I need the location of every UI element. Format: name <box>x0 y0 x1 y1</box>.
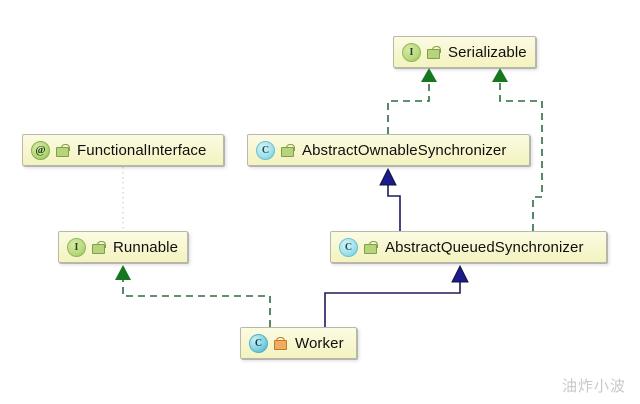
interface-icon: I <box>67 237 86 257</box>
padlock-open-icon <box>364 240 378 254</box>
uml-node-label: AbstractQueuedSynchronizer <box>385 238 584 256</box>
interface-icon: I <box>402 42 421 62</box>
class-icon: C <box>249 333 268 353</box>
edge-aqs-implements-serializable <box>492 68 543 231</box>
padlock-closed-icon <box>274 336 287 350</box>
uml-node-abstractownablesynchronizer[interactable]: C AbstractOwnableSynchronizer <box>247 134 530 166</box>
edge-aos-implements-serializable <box>387 68 437 134</box>
uml-node-label: AbstractOwnableSynchronizer <box>302 141 507 159</box>
uml-node-abstractqueuedsynchronizer[interactable]: C AbstractQueuedSynchronizer <box>330 231 607 263</box>
uml-node-label: Serializable <box>448 43 527 61</box>
edge-aqs-extends-aos <box>379 167 401 231</box>
edge-worker-extends-aqs <box>324 264 469 327</box>
padlock-open-icon <box>92 240 106 254</box>
class-icon: C <box>256 140 275 160</box>
class-icon: C <box>339 237 358 257</box>
uml-node-label: Worker <box>295 334 344 352</box>
padlock-open-icon <box>281 143 295 157</box>
uml-node-runnable[interactable]: I Runnable <box>58 231 188 263</box>
watermark: 油炸小波 <box>561 377 626 395</box>
annotation-icon: @ <box>31 140 50 160</box>
edge-worker-implements-runnable <box>115 265 271 327</box>
uml-node-label: FunctionalInterface <box>77 141 207 159</box>
uml-node-functionalinterface[interactable]: @ FunctionalInterface <box>22 134 224 166</box>
uml-node-label: Runnable <box>113 238 179 256</box>
uml-node-worker[interactable]: C Worker <box>240 327 357 359</box>
padlock-open-icon <box>427 45 441 59</box>
uml-node-serializable[interactable]: I Serializable <box>393 36 536 68</box>
padlock-open-icon <box>56 143 70 157</box>
